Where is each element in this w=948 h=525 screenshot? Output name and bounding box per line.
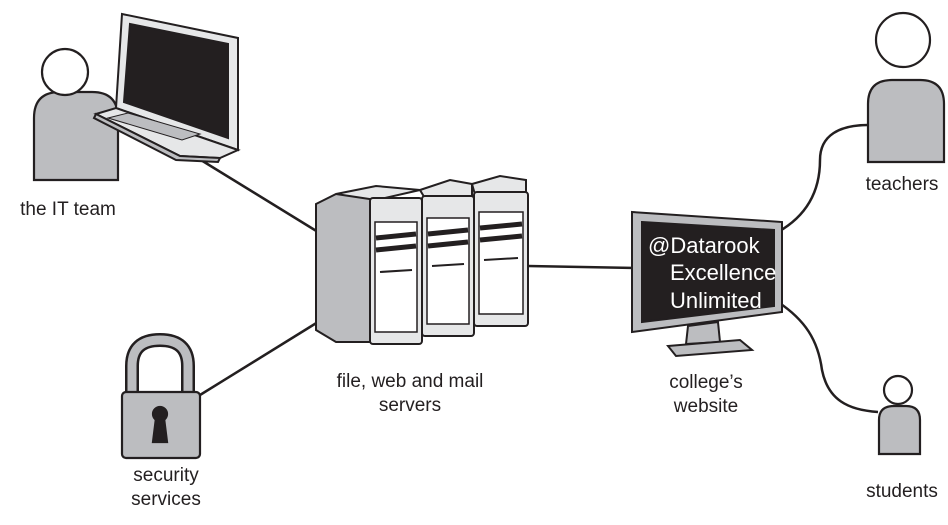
connector-laptop-servers [182,147,319,234]
server-unit-middle [418,178,475,337]
website-label-line2: website [673,396,738,417]
it-team-label: the IT team [20,199,116,220]
screen-text-line1: @Datarook [648,233,761,258]
monitor-icon [631,210,783,358]
servers-label-line2: servers [379,395,441,416]
students-person-icon [877,374,922,456]
padlock-icon [120,332,202,460]
server-unit-right [470,174,529,327]
laptop-icon [92,12,241,164]
connector-servers-website [527,264,637,270]
screen-text-line3: Unlimited [670,288,762,313]
server-unit-left [315,184,423,345]
servers-label-line1: file, web and mail [337,371,484,392]
connectors [182,123,879,414]
security-label-line2: services [131,489,201,510]
connector-website-teachers [777,123,869,234]
connector-security-servers [199,320,319,397]
website-label-line1: college’s [669,372,743,393]
students-label: students [866,481,938,502]
screen-text-line2: Excellence [670,260,776,285]
connector-website-students [777,300,879,414]
security-label-line1: security [133,465,199,486]
teachers-person-icon [866,11,946,164]
server-rack-icon [315,174,529,345]
teachers-label: teachers [866,174,939,195]
